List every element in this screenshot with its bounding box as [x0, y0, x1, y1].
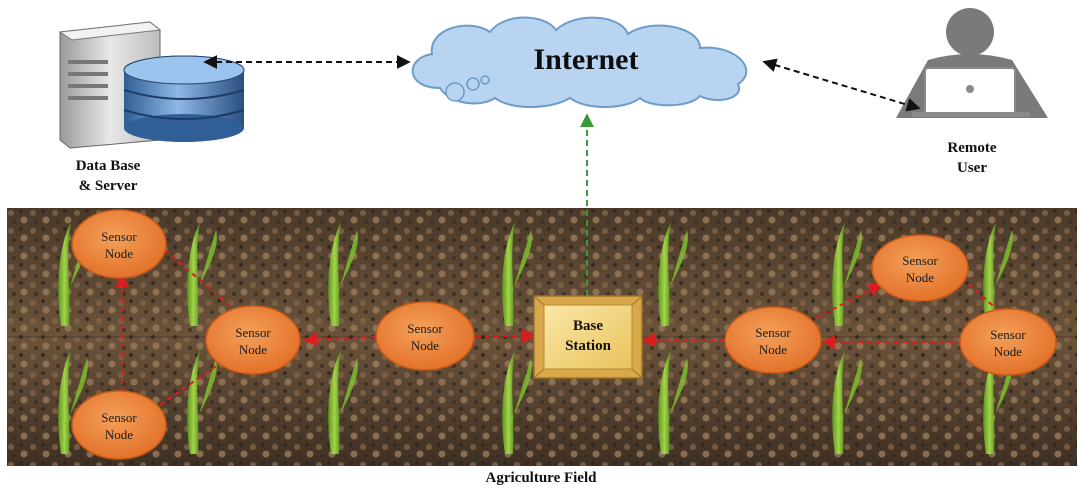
seedling-graphic: [502, 350, 515, 454]
server-label-line1: Data Base: [75, 158, 141, 174]
seedling-leaf-graphic: [509, 358, 532, 426]
sensor-node-label: Sensor: [101, 229, 137, 244]
seedling-leaf-graphic: [839, 358, 862, 426]
node-link: [159, 361, 223, 406]
internet-user-link: [762, 58, 921, 112]
seedling-graphic: [502, 222, 515, 326]
node-link: [961, 277, 1001, 313]
seedling-leaf-graphic: [990, 230, 1013, 298]
remote-user-label: Remote User: [922, 138, 1022, 178]
sensor-node-label: Sensor: [990, 327, 1026, 342]
base-station-label-line2: Station: [565, 338, 611, 354]
seedling-leaf-graphic: [65, 358, 88, 426]
seedling-leaf-graphic: [665, 230, 688, 298]
internet-label: Internet: [533, 43, 639, 76]
seedling-graphic: [832, 350, 845, 454]
sensor-node-label: Sensor: [101, 410, 137, 425]
server-label: Data Base & Server: [48, 156, 168, 196]
sensor-node-label: Node: [105, 246, 133, 261]
remote-user-label-line2: User: [957, 160, 987, 176]
seedling-leaf-graphic: [194, 230, 217, 298]
seedling-graphic: [328, 222, 341, 326]
seedling-graphic: [658, 350, 671, 454]
server-database-icon: [58, 21, 245, 149]
seedling-leaf-graphic: [509, 230, 532, 298]
seedling-graphic: [983, 222, 996, 326]
seedling-graphic: [983, 350, 996, 454]
seedling-graphic: [58, 222, 71, 326]
remote-user-icon: [896, 8, 1048, 118]
base-station-box: [533, 295, 643, 379]
node-link: [164, 249, 247, 320]
server-label-line2: & Server: [78, 178, 138, 194]
sensor-node-label: Sensor: [902, 253, 938, 268]
node-link: [303, 332, 377, 347]
sensor-node-label: Sensor: [407, 321, 443, 336]
sensor-node-label: Node: [411, 338, 439, 353]
agriculture-field-label: Agriculture Field: [485, 470, 597, 486]
node-link: [807, 283, 883, 323]
sensor-node: Sensor Node: [375, 301, 475, 371]
sensor-node-label: Node: [906, 270, 934, 285]
internet-cloud-icon: [411, 16, 748, 108]
seedling-graphic: [658, 222, 671, 326]
sensor-node-label: Sensor: [755, 325, 791, 340]
sensor-node-label: Node: [994, 344, 1022, 359]
seedling-leaf-graphic: [335, 358, 358, 426]
sensor-node: Sensor Node: [71, 209, 167, 279]
sensor-node: Sensor Node: [959, 308, 1057, 376]
seedling-leaf-graphic: [665, 358, 688, 426]
seedling-graphic: [58, 350, 71, 454]
seedling-leaf-graphic: [194, 358, 217, 426]
sensor-node-label: Node: [759, 342, 787, 357]
remote-user-label-line1: Remote: [947, 140, 997, 156]
sensor-node-label: Node: [239, 342, 267, 357]
base-station-label: Base Station: [544, 316, 632, 356]
seedling-graphic: [832, 222, 845, 326]
base-station-label-line1: Base: [573, 318, 603, 334]
sensor-node-label: Node: [105, 427, 133, 442]
sensor-node: Sensor Node: [71, 390, 167, 460]
sensor-node: Sensor Node: [205, 305, 301, 375]
seedling-graphic: [187, 350, 200, 454]
seedling-leaf-graphic: [839, 230, 862, 298]
seedling-graphic: [328, 350, 341, 454]
sensor-node-label: Sensor: [235, 325, 271, 340]
sensor-node: Sensor Node: [871, 234, 969, 302]
sensor-node: Sensor Node: [724, 306, 822, 374]
seedling-leaf-graphic: [335, 230, 358, 298]
